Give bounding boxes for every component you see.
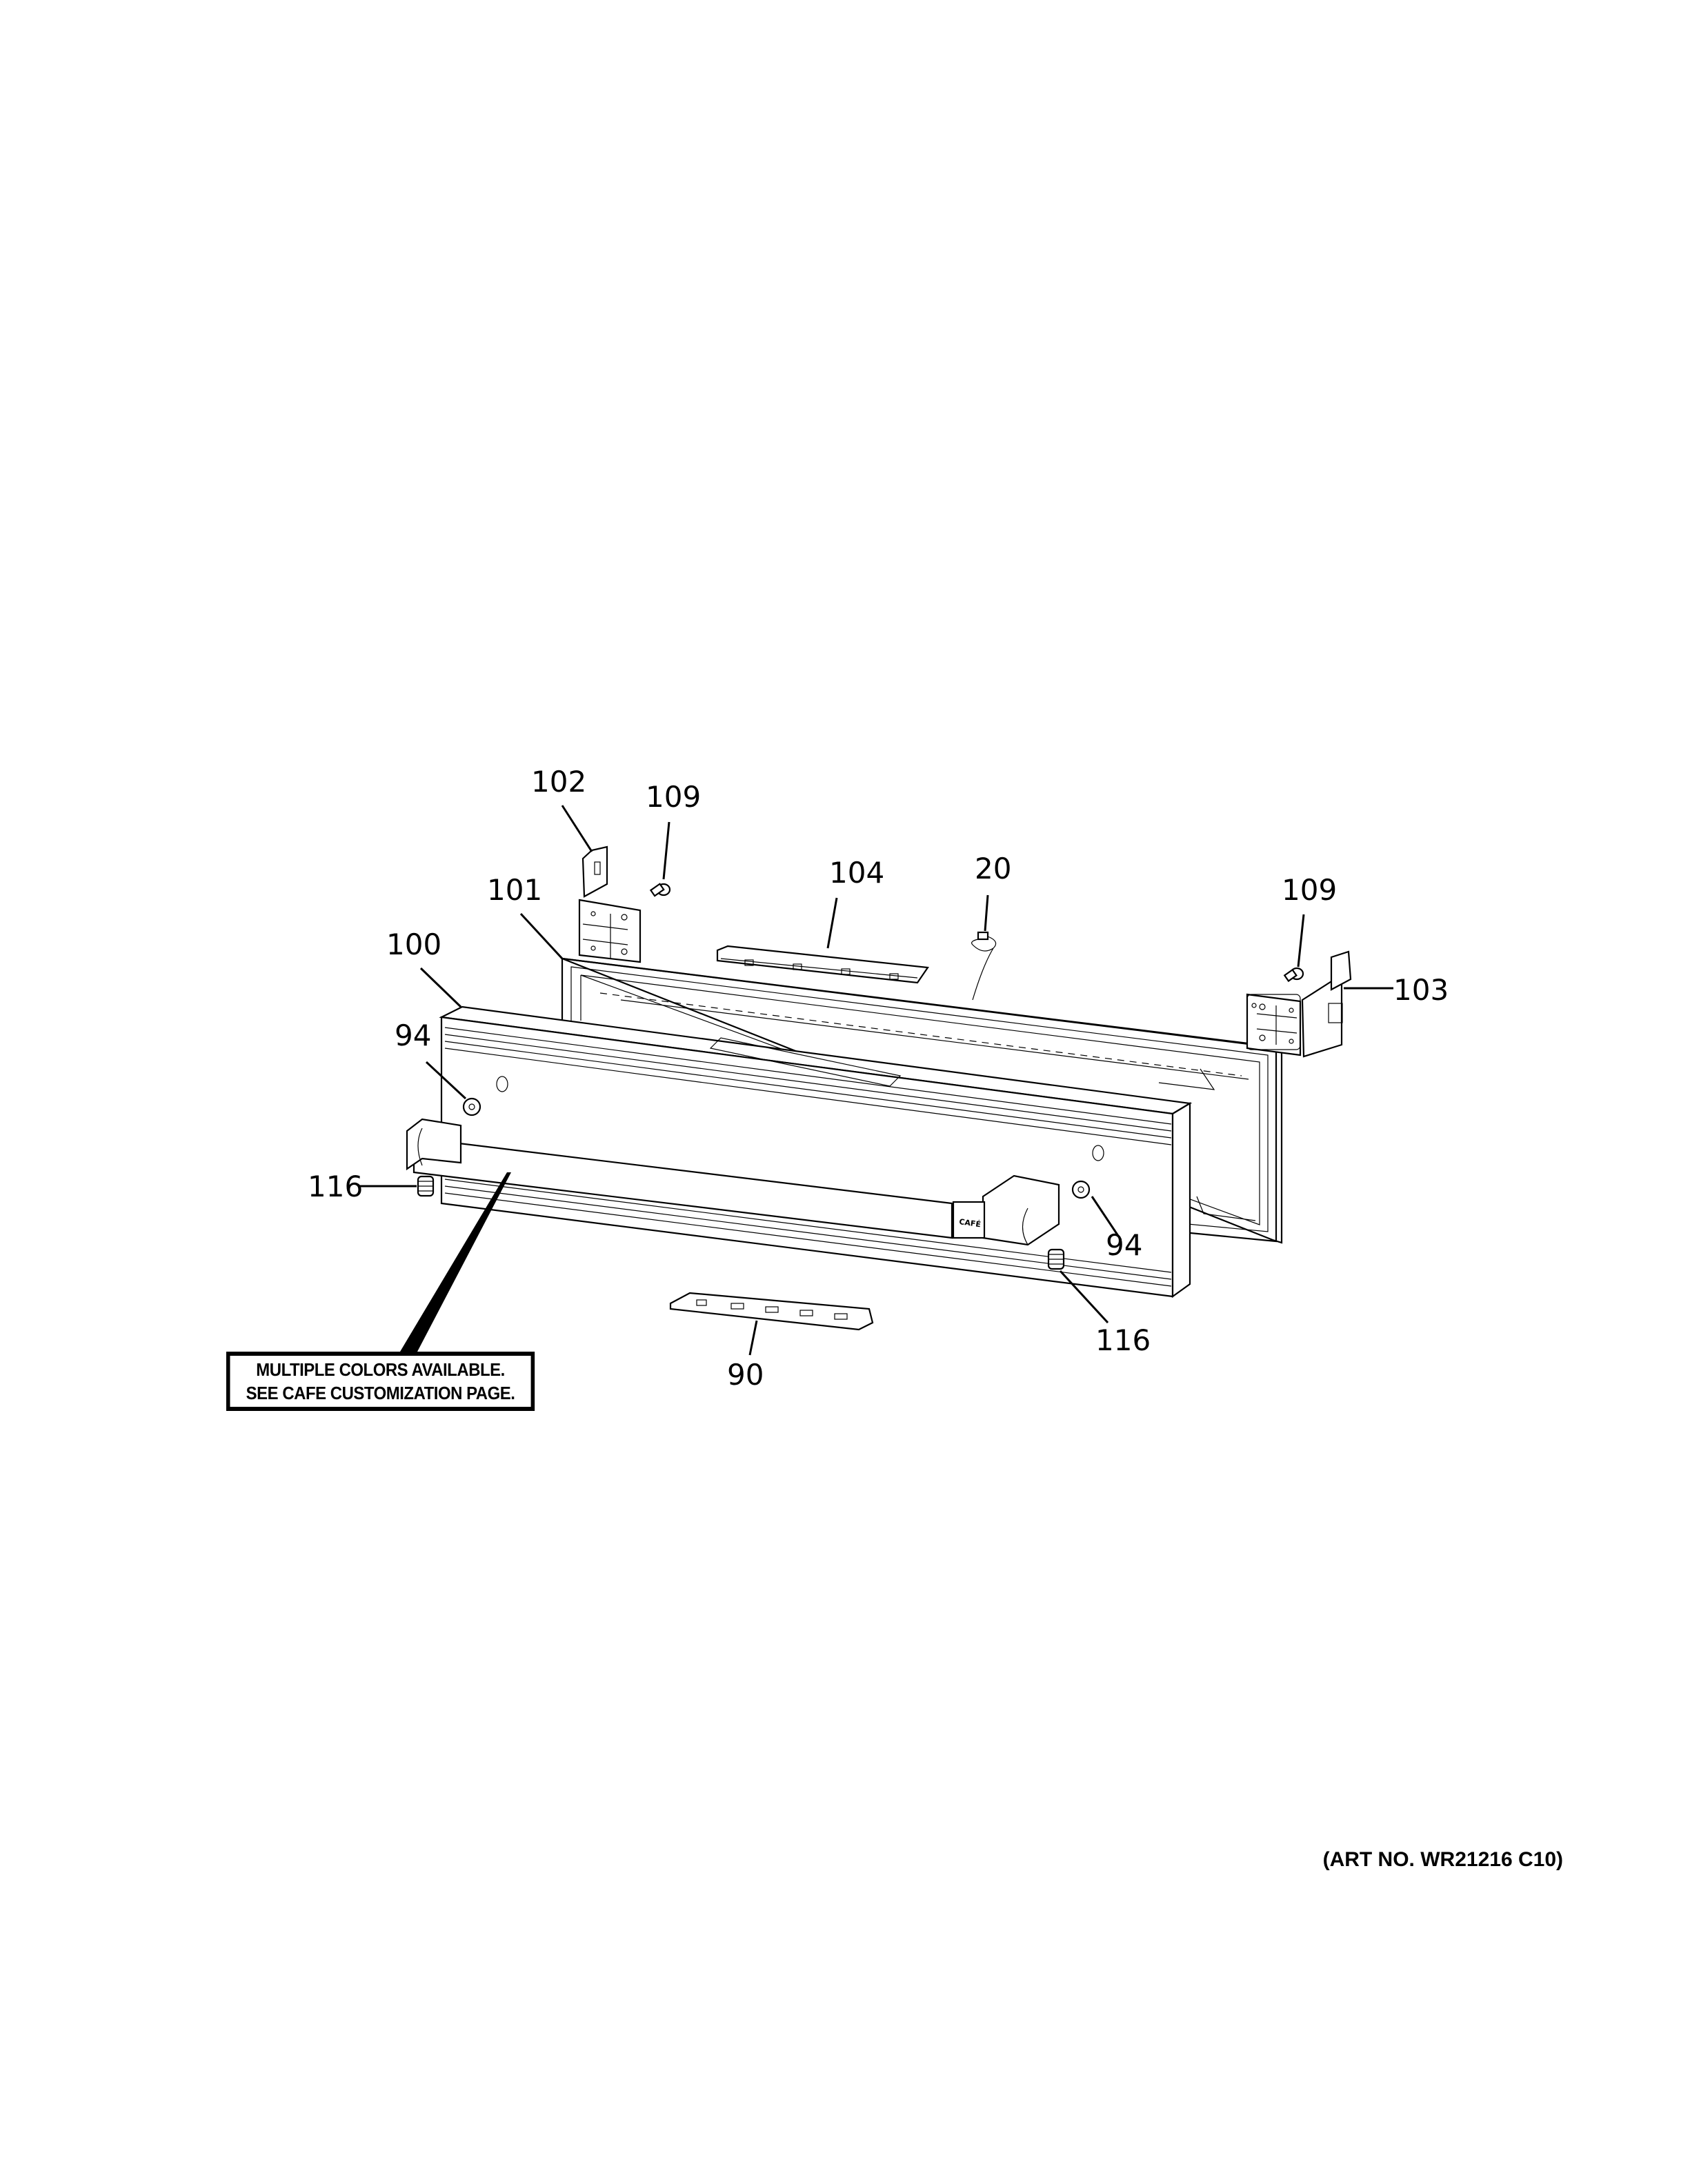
callout-94-right: 94 <box>1106 1228 1142 1262</box>
callout-103: 103 <box>1393 973 1449 1007</box>
callout-116-right: 116 <box>1095 1323 1151 1357</box>
lower-control-board <box>669 1292 874 1331</box>
note-line-2: SEE CAFE CUSTOMIZATION PAGE. <box>246 1383 515 1403</box>
handle-brand-text: CAFÉ <box>959 1217 982 1229</box>
callout-90: 90 <box>727 1358 764 1392</box>
callout-102: 102 <box>531 765 586 799</box>
note-pointer <box>400 1172 511 1352</box>
callout-20: 20 <box>975 852 1011 885</box>
callout-94-left: 94 <box>395 1019 431 1052</box>
art-number: (ART NO. WR21216 C10) <box>1322 1848 1563 1871</box>
hinge-screw-left <box>649 883 671 897</box>
note-line-1: MULTIPLE COLORS AVAILABLE. <box>256 1359 505 1380</box>
right-hinge-bracket <box>1246 950 1352 1058</box>
hinge-screw-right <box>1283 967 1304 983</box>
left-hinge-bracket <box>578 845 642 963</box>
set-screw-right <box>1047 1248 1065 1270</box>
callout-104: 104 <box>829 856 884 890</box>
callout-116-left: 116 <box>308 1170 363 1203</box>
upper-control-board <box>716 945 929 984</box>
wire-harness <box>971 931 997 1001</box>
callout-labels: 102 109 101 104 20 109 103 100 94 116 94… <box>308 765 1449 1392</box>
callout-109-right: 109 <box>1282 873 1337 907</box>
callout-109-left: 109 <box>646 780 701 814</box>
handle-stud-left <box>462 1097 481 1116</box>
handle-stud-right <box>1071 1180 1091 1199</box>
color-options-note: MULTIPLE COLORS AVAILABLE. SEE CAFE CUST… <box>226 1352 535 1411</box>
callout-100: 100 <box>386 928 441 961</box>
set-screw-left <box>417 1175 435 1197</box>
callout-101: 101 <box>487 873 542 907</box>
leader-lines <box>359 805 1393 1356</box>
door-handle: CAFÉ <box>406 1118 1060 1246</box>
